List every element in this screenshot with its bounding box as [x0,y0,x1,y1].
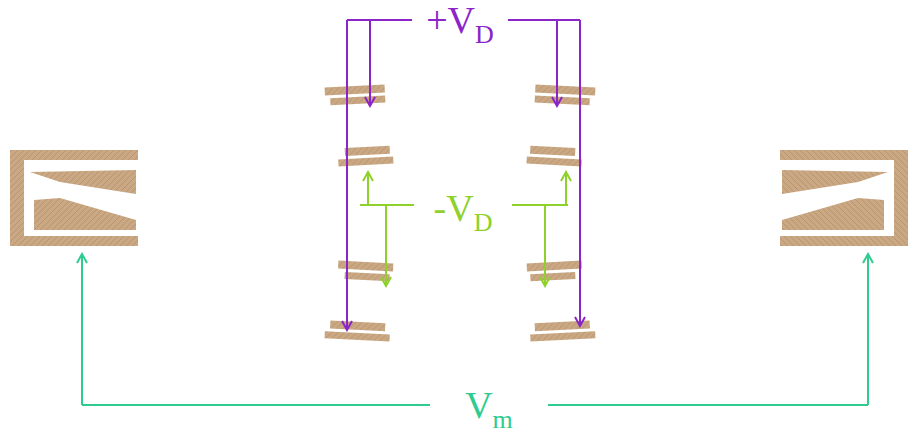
vm-wires [82,254,868,405]
voltage-label: +VD [420,1,500,39]
left-deflector [10,150,138,246]
plus-vd-wires [347,20,580,330]
left-plate-stack [325,84,394,341]
voltage-label: -VD [428,189,499,227]
minus-vd-wires [360,172,568,286]
right-deflector [780,150,908,246]
right-plate-stack [527,84,596,341]
voltage-label: Vm [459,386,519,424]
